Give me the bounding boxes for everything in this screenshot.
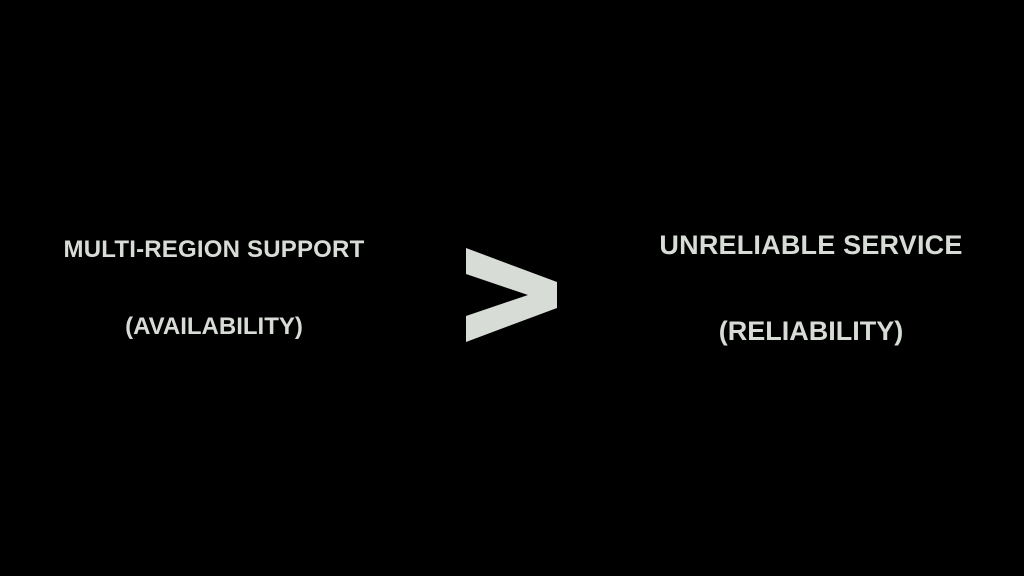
right-title: UNRELIABLE SERVICE (659, 230, 963, 260)
greater-than-icon: > (466, 248, 557, 342)
left-title: MULTI-REGION SUPPORT (63, 236, 365, 263)
left-subtitle: (AVAILABILITY) (125, 313, 303, 340)
right-subtitle: (RELIABILITY) (718, 316, 904, 346)
greater-than-shape (466, 248, 557, 342)
